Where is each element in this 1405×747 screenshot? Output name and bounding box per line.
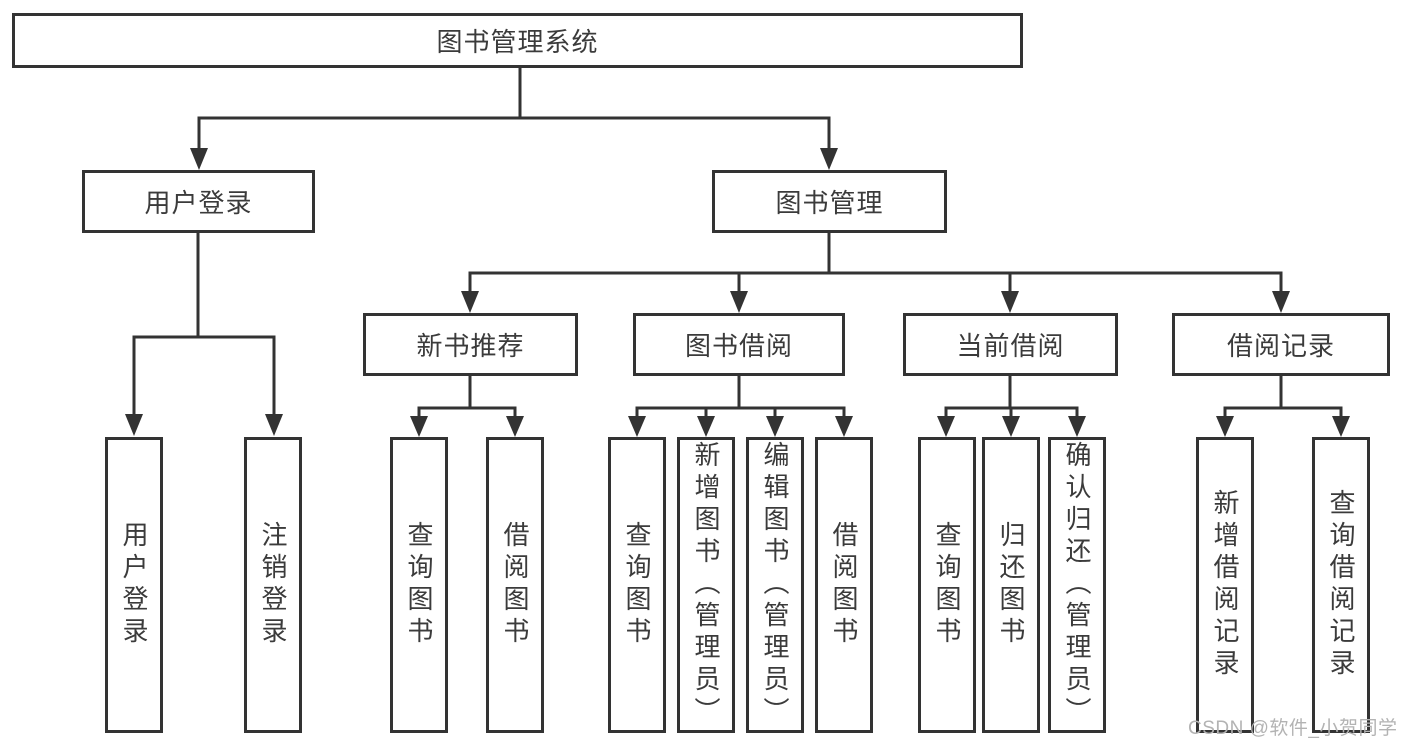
leaf-add-borrow-record: 新增借阅记录 [1196,437,1254,733]
node-book-management: 图书管理 [712,170,947,233]
node-user-login-label: 用户登录 [144,188,253,218]
leaf-confirm-return-admin: 确认归还（管理员） [1048,437,1106,733]
leaf-logout: 注销登录 [244,437,302,733]
node-current-borrow-label: 当前借阅 [956,331,1065,361]
node-user-login: 用户登录 [82,170,315,233]
leaf-query-books-borrow: 查询图书 [608,437,666,733]
connector-book-borrow-branch [628,374,853,437]
connector-new-book-branch [410,374,524,437]
leaf-query-borrow-record: 查询借阅记录 [1312,437,1370,733]
node-root-label: 图书管理系统 [436,27,599,57]
node-new-book-recommend-label: 新书推荐 [416,331,525,361]
leaf-user-login: 用户登录 [105,437,163,733]
connector-root-branch [190,66,838,170]
node-root: 图书管理系统 [12,13,1023,68]
leaf-add-borrow-record-label: 新增借阅记录 [1210,489,1240,681]
node-book-borrow: 图书借阅 [633,313,845,376]
leaf-return-book-label: 归还图书 [996,521,1026,649]
leaf-borrow-books: 借阅图书 [815,437,873,733]
node-borrow-records-label: 借阅记录 [1226,331,1335,361]
leaf-query-books-recommend-label: 查询图书 [404,521,434,649]
leaf-borrow-books-recommend-label: 借阅图书 [500,521,530,649]
leaf-query-books-current: 查询图书 [918,437,976,733]
leaf-add-book-admin-label: 新增图书（管理员） [691,441,721,729]
leaf-query-books-recommend: 查询图书 [390,437,448,733]
node-book-management-label: 图书管理 [775,188,884,218]
node-book-borrow-label: 图书借阅 [684,331,793,361]
csdn-watermark: CSDN @软件_小贺同学 [1188,718,1398,739]
leaf-add-book-admin: 新增图书（管理员） [677,437,735,733]
leaf-query-books-borrow-label: 查询图书 [622,521,652,649]
leaf-logout-label: 注销登录 [258,521,288,649]
connector-current-borrow-branch [937,374,1086,437]
leaf-borrow-books-label: 借阅图书 [829,521,859,649]
leaf-edit-book-admin: 编辑图书（管理员） [746,437,804,733]
node-new-book-recommend: 新书推荐 [363,313,578,376]
node-borrow-records: 借阅记录 [1172,313,1390,376]
connector-borrow-records-branch [1216,374,1350,437]
leaf-query-books-current-label: 查询图书 [932,521,962,649]
leaf-borrow-books-recommend: 借阅图书 [486,437,544,733]
leaf-edit-book-admin-label: 编辑图书（管理员） [760,441,790,729]
leaf-user-login-label: 用户登录 [119,521,149,649]
node-current-borrow: 当前借阅 [903,313,1118,376]
connector-book-management-branch [461,231,1290,313]
leaf-return-book: 归还图书 [982,437,1040,733]
connector-user-login-branch [125,231,283,436]
leaf-confirm-return-admin-label: 确认归还（管理员） [1062,441,1092,729]
leaf-query-borrow-record-label: 查询借阅记录 [1326,489,1356,681]
